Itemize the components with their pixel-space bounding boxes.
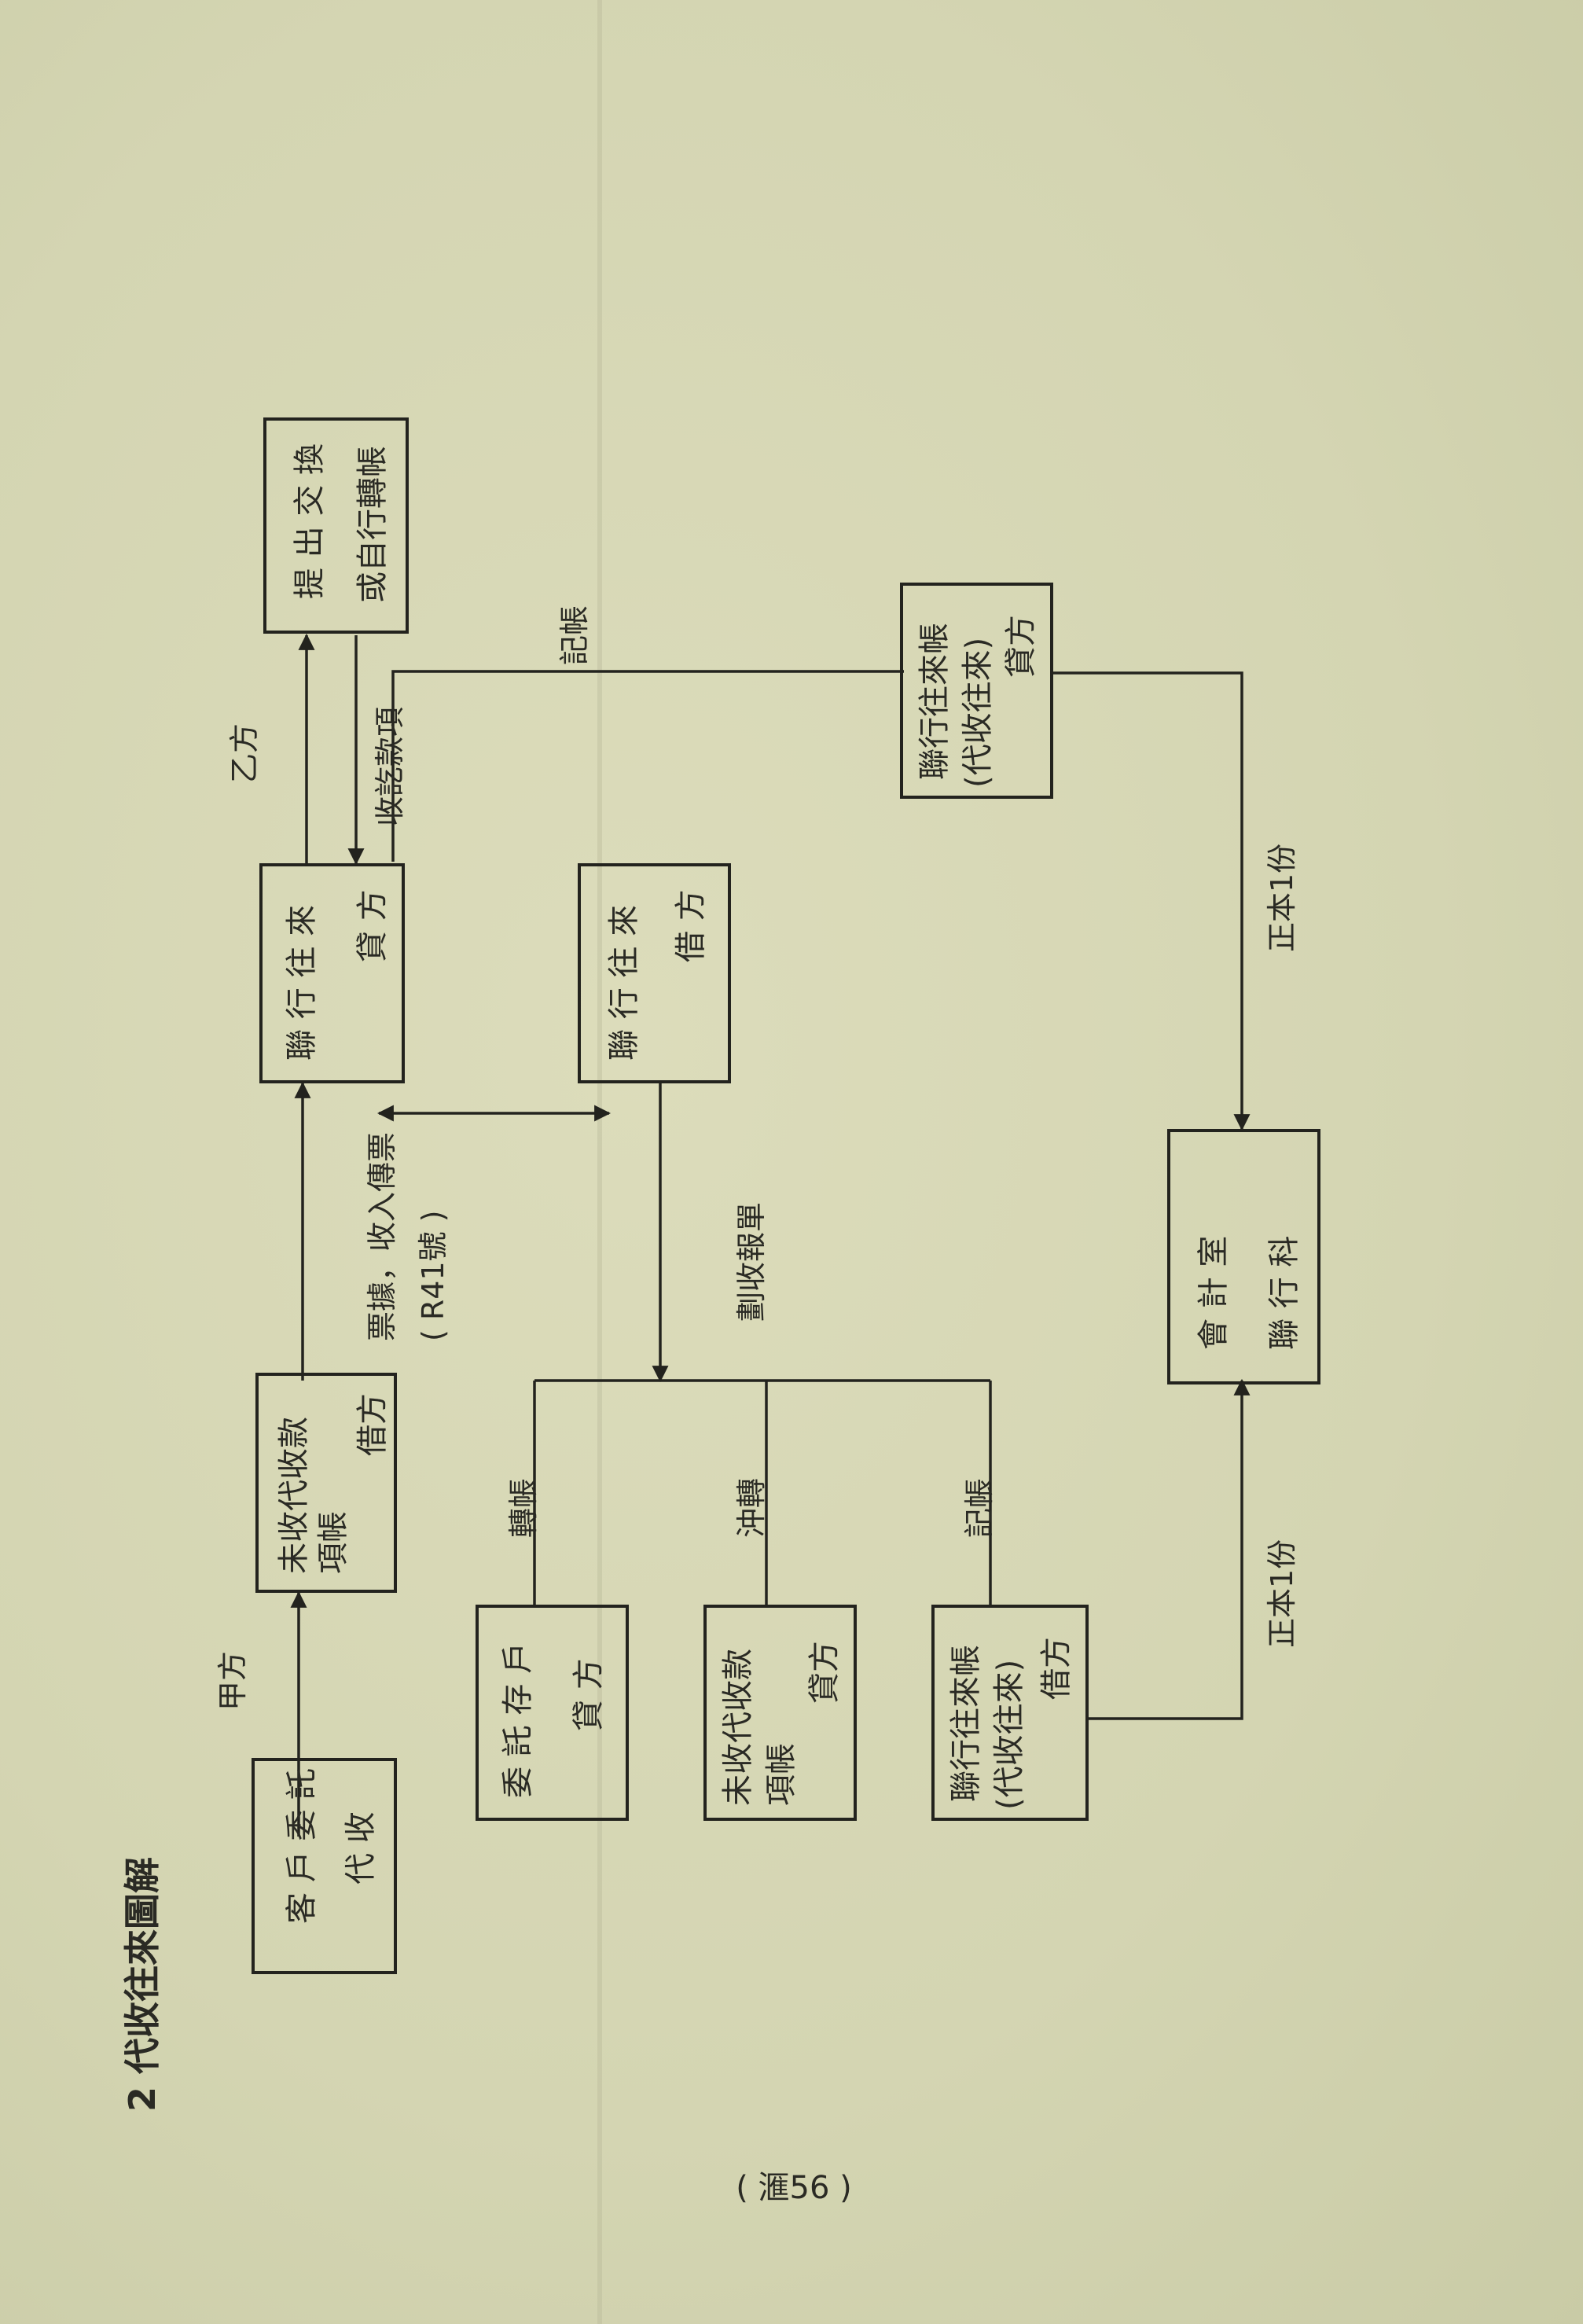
box-branch-collect-credit: 聯行往來帳 (代收往來) 貸方	[900, 583, 1053, 799]
paper-crease	[597, 0, 602, 2324]
box-uncollected-debit: 未收代收款 項帳 借方	[255, 1373, 397, 1593]
line-post-top	[391, 670, 904, 862]
box-clearing: 提 出 交 換 或自行轉帳	[263, 417, 409, 634]
box-branch-debit: 聯 行 往 來 借 方	[578, 863, 731, 1083]
label-receipt-line1: 票據，收入傳票	[365, 1131, 399, 1341]
label-transfer: 轉帳	[506, 1477, 541, 1538]
box-branch-collect-debit: 聯行往來帳 (代收往來) 借方	[931, 1605, 1089, 1821]
label-yi: 乙方	[227, 723, 262, 783]
box-customer-request: 客 戶 委 託 代 收	[252, 1758, 397, 1974]
box-branch-credit: 聯 行 往 來 貸 方	[259, 863, 405, 1083]
label-original-top: 正本1份	[1265, 843, 1299, 952]
box-uncollected-credit: 未收代收款 項帳 貸方	[703, 1605, 857, 1821]
label-post-bottom: 記帳	[962, 1477, 997, 1538]
arrow-top-original	[1053, 671, 1251, 1131]
title: 2 代收往來圖解	[121, 1856, 163, 2112]
label-jia: 甲方	[215, 1650, 250, 1711]
label-reverse: 沖轉	[734, 1477, 769, 1538]
page-number: ( 滙56 )	[736, 2170, 852, 2206]
label-collected-item: 收訖款項	[373, 706, 407, 826]
label-original-bottom: 正本1份	[1265, 1539, 1299, 1648]
box-accounting: 會 計 室 聯 行 科	[1167, 1129, 1320, 1384]
label-collection-report: 劃收報單	[734, 1201, 769, 1322]
label-receipt-line2: ( R41號 )	[416, 1210, 450, 1341]
arrow-bottom-original	[1089, 1378, 1251, 1720]
label-post-top: 記帳	[557, 605, 592, 665]
box-deposit-credit: 委 託 存 戶 貸 方	[476, 1605, 629, 1821]
